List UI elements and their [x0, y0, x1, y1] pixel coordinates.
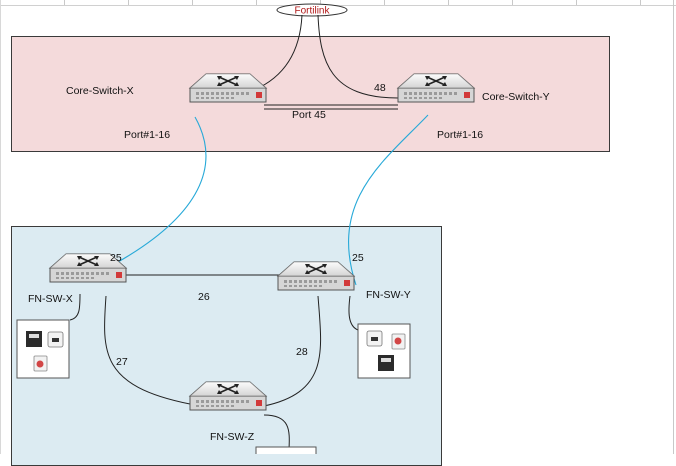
uplink-cable-y: [348, 114, 429, 286]
access-link-27: [104, 295, 191, 405]
link-26-label: 26: [198, 291, 210, 303]
fn-sw-y-port-25: 25: [352, 252, 364, 264]
fortilink-cable-x: [253, 14, 303, 91]
endpoint-link-x: [69, 293, 81, 321]
uplink-cable-x: [117, 116, 207, 263]
core-switch-x-icon: [189, 73, 267, 103]
fn-sw-x-port-25: 25: [110, 252, 122, 264]
endpoint-link-y: [348, 295, 359, 331]
fn-sw-z-label: FN-SW-Z: [210, 431, 255, 443]
page-edge-right: [673, 0, 674, 454]
port-48-label: 48: [374, 82, 386, 94]
endpoint-box-y: [357, 323, 411, 379]
page-edge-left: [0, 0, 1, 454]
phone-icon: [26, 331, 42, 347]
core-switch-y-ports: Port#1-16: [437, 129, 483, 141]
fn-sw-y-icon: [277, 261, 355, 291]
core-switch-x-ports: Port#1-16: [124, 129, 170, 141]
port-45-label: Port 45: [292, 109, 326, 121]
fn-sw-x-label: FN-SW-X: [28, 293, 73, 305]
endpoint-box-x: [16, 319, 70, 379]
access-link-28: [263, 295, 322, 407]
fortilink-bubble: [276, 3, 348, 17]
link-28-label: 28: [296, 346, 308, 358]
link-27-label: 27: [116, 356, 128, 368]
endpoint-box-z: [255, 446, 317, 454]
network-diagram: Fortilink Core-Swi: [16, 3, 550, 454]
core-switch-y-icon: [397, 73, 475, 103]
fortilink-cable-y: [317, 14, 399, 99]
fn-sw-y-label: FN-SW-Y: [366, 289, 411, 301]
fn-sw-z-icon: [189, 381, 267, 411]
core-zone: [11, 36, 610, 152]
endpoint-link-z: [263, 414, 290, 450]
core-switch-y-label: Core-Switch-Y: [482, 91, 550, 103]
core-switch-x-label: Core-Switch-X: [66, 85, 134, 97]
phone-icon: [378, 355, 394, 371]
fortilink-label: Fortilink: [294, 6, 330, 17]
